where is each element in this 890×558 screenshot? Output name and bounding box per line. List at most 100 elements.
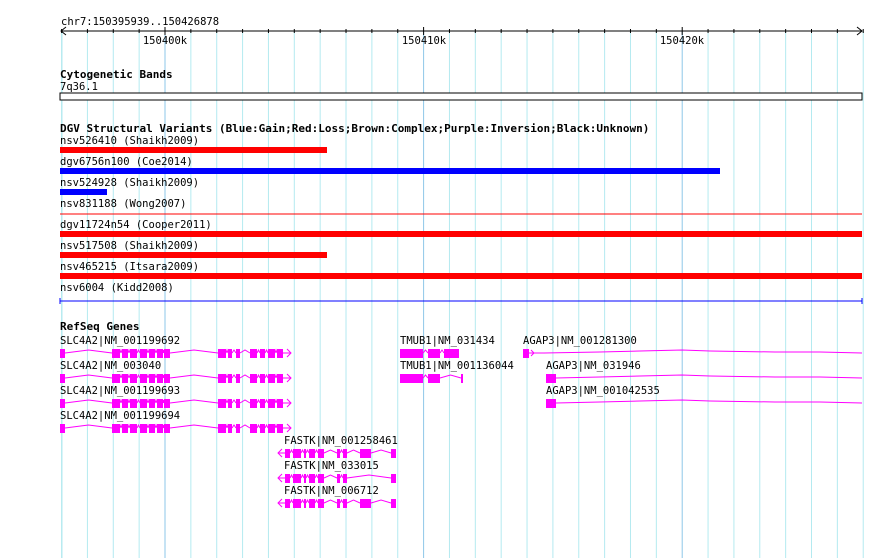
exon[interactable] bbox=[250, 374, 257, 383]
exon[interactable] bbox=[277, 424, 283, 433]
exon[interactable] bbox=[428, 349, 440, 358]
exon[interactable] bbox=[149, 349, 155, 358]
exon[interactable] bbox=[277, 399, 283, 408]
exon[interactable] bbox=[250, 399, 257, 408]
exon[interactable] bbox=[112, 374, 120, 383]
exon[interactable] bbox=[236, 349, 240, 358]
exon[interactable] bbox=[122, 374, 128, 383]
exon[interactable] bbox=[309, 449, 315, 458]
exon[interactable] bbox=[122, 349, 128, 358]
exon[interactable] bbox=[293, 499, 301, 508]
exon[interactable] bbox=[546, 374, 556, 383]
gene-feature[interactable]: SLC4A2|NM_001199694 bbox=[60, 410, 292, 433]
dgv-variant[interactable]: nsv6004 (Kidd2008) bbox=[59, 282, 863, 304]
exon[interactable] bbox=[260, 424, 265, 433]
dgv-variant[interactable]: dgv11724n54 (Cooper2011) bbox=[60, 219, 862, 237]
variant-bar[interactable] bbox=[60, 189, 107, 195]
exon[interactable] bbox=[140, 424, 147, 433]
exon[interactable] bbox=[523, 349, 529, 358]
gene-feature[interactable]: TMUB1|NM_031434 bbox=[400, 335, 495, 358]
exon[interactable] bbox=[130, 349, 137, 358]
exon[interactable] bbox=[228, 424, 232, 433]
exon[interactable] bbox=[391, 474, 396, 483]
exon[interactable] bbox=[236, 374, 240, 383]
exon[interactable] bbox=[268, 399, 275, 408]
dgv-variant[interactable]: nsv831188 (Wong2007) bbox=[60, 198, 862, 215]
exon[interactable] bbox=[293, 449, 301, 458]
exon[interactable] bbox=[228, 349, 232, 358]
exon[interactable] bbox=[218, 374, 226, 383]
exon[interactable] bbox=[140, 374, 147, 383]
exon[interactable] bbox=[236, 399, 240, 408]
exon[interactable] bbox=[277, 374, 283, 383]
gene-feature[interactable]: SLC4A2|NM_003040 bbox=[60, 360, 292, 383]
variant-bar[interactable] bbox=[60, 168, 720, 174]
gene-feature[interactable]: SLC4A2|NM_001199693 bbox=[60, 385, 292, 408]
exon[interactable] bbox=[285, 474, 290, 483]
exon[interactable] bbox=[337, 499, 340, 508]
exon[interactable] bbox=[268, 424, 275, 433]
exon[interactable] bbox=[130, 424, 137, 433]
gene-feature[interactable]: FASTK|NM_006712 bbox=[277, 485, 396, 508]
exon[interactable] bbox=[260, 349, 265, 358]
exon[interactable] bbox=[337, 474, 340, 483]
exon[interactable] bbox=[250, 424, 257, 433]
exon[interactable] bbox=[309, 499, 315, 508]
exon[interactable] bbox=[391, 449, 396, 458]
exon[interactable] bbox=[293, 474, 301, 483]
variant-bar[interactable] bbox=[60, 231, 862, 237]
gene-feature[interactable]: FASTK|NM_001258461 bbox=[277, 435, 398, 458]
exon[interactable] bbox=[304, 499, 306, 508]
exon[interactable] bbox=[285, 449, 290, 458]
exon[interactable] bbox=[112, 424, 120, 433]
exon[interactable] bbox=[164, 399, 170, 408]
cytoband-bar[interactable] bbox=[59, 92, 863, 101]
exon[interactable] bbox=[337, 449, 340, 458]
exon[interactable] bbox=[157, 374, 163, 383]
gene-feature[interactable]: AGAP3|NM_031946 bbox=[546, 360, 863, 383]
exon[interactable] bbox=[112, 399, 120, 408]
dgv-variant[interactable]: dgv6756n100 (Coe2014) bbox=[60, 156, 720, 174]
exon[interactable] bbox=[218, 424, 226, 433]
exon[interactable] bbox=[250, 349, 257, 358]
gene-feature[interactable]: FASTK|NM_033015 bbox=[277, 460, 396, 483]
exon[interactable] bbox=[149, 399, 155, 408]
exon[interactable] bbox=[268, 374, 275, 383]
exon[interactable] bbox=[140, 349, 147, 358]
exon[interactable] bbox=[318, 474, 324, 483]
exon[interactable] bbox=[60, 424, 65, 433]
exon[interactable] bbox=[400, 349, 423, 358]
exon[interactable] bbox=[318, 499, 324, 508]
exon[interactable] bbox=[164, 349, 170, 358]
exon[interactable] bbox=[218, 349, 226, 358]
gene-feature[interactable]: TMUB1|NM_001136044 bbox=[400, 360, 514, 383]
gene-feature[interactable]: AGAP3|NM_001042535 bbox=[546, 385, 863, 408]
exon[interactable] bbox=[236, 424, 240, 433]
variant-bar[interactable] bbox=[59, 298, 863, 304]
exon[interactable] bbox=[130, 399, 137, 408]
exon[interactable] bbox=[164, 374, 170, 383]
exon[interactable] bbox=[60, 399, 65, 408]
exon[interactable] bbox=[157, 424, 163, 433]
gene-feature[interactable]: SLC4A2|NM_001199692 bbox=[60, 335, 292, 358]
exon[interactable] bbox=[60, 374, 65, 383]
exon[interactable] bbox=[260, 399, 265, 408]
exon[interactable] bbox=[277, 349, 283, 358]
exon[interactable] bbox=[122, 424, 128, 433]
exon[interactable] bbox=[130, 374, 137, 383]
dgv-variant[interactable]: nsv517508 (Shaikh2009) bbox=[60, 240, 327, 258]
exon[interactable] bbox=[112, 349, 120, 358]
exon[interactable] bbox=[304, 449, 306, 458]
gene-feature[interactable]: AGAP3|NM_001281300 bbox=[523, 335, 863, 358]
exon[interactable] bbox=[228, 399, 232, 408]
exon[interactable] bbox=[164, 424, 170, 433]
exon[interactable] bbox=[428, 374, 440, 383]
exon[interactable] bbox=[343, 499, 347, 508]
exon[interactable] bbox=[444, 349, 459, 358]
exon[interactable] bbox=[122, 399, 128, 408]
exon[interactable] bbox=[318, 449, 324, 458]
exon[interactable] bbox=[285, 499, 290, 508]
variant-bar[interactable] bbox=[60, 273, 862, 279]
exon[interactable] bbox=[546, 399, 556, 408]
exon[interactable] bbox=[60, 349, 65, 358]
